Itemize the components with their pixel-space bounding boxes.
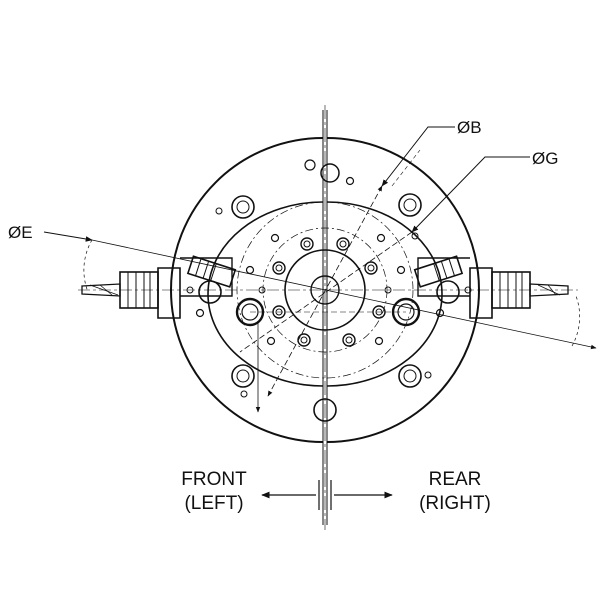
counterbore-hole — [231, 195, 255, 219]
counterbore-hole — [231, 364, 255, 388]
direction-arrows — [261, 480, 393, 510]
counterbore-hole — [198, 280, 222, 304]
dim-g-leader — [411, 156, 530, 233]
center-split — [322, 105, 328, 530]
counterbore-hole — [304, 159, 340, 183]
clamp-ring-right — [391, 297, 421, 327]
dim-e-label: ØE — [8, 223, 33, 242]
dim-e-line — [91, 239, 597, 350]
bolt-hole — [336, 237, 350, 251]
left-tool-holder — [81, 255, 237, 309]
counterbore-hole — [398, 193, 422, 217]
counterbore-hole — [313, 398, 337, 422]
left-block — [157, 267, 181, 319]
right-block — [469, 267, 493, 319]
bolt-hole — [300, 237, 314, 251]
inner-plate-left — [207, 201, 324, 387]
dim-b-line — [267, 185, 383, 397]
bolt-hole — [342, 333, 356, 347]
dim-g-label: ØG — [532, 149, 558, 168]
dim-g-line — [239, 231, 413, 353]
dim-b-leader — [381, 126, 455, 187]
rear-label: REAR — [429, 469, 482, 490]
counterbore-hole — [436, 280, 460, 304]
right-clamp-jaw — [413, 255, 464, 288]
right-drill-bit — [529, 283, 569, 297]
left-clamp-jaw — [186, 255, 237, 288]
front-label: FRONT — [181, 469, 247, 490]
dimension-lines — [43, 126, 597, 413]
bolt-hole — [272, 261, 286, 275]
counterbore-hole — [398, 364, 422, 388]
right-tool-holder — [413, 255, 569, 309]
rear-sub-label: (RIGHT) — [419, 493, 491, 514]
dim-b-label: ØB — [457, 118, 482, 137]
left-drill-bit — [81, 283, 121, 297]
bolt-hole — [297, 333, 311, 347]
dim-e-leader — [43, 231, 93, 242]
front-sub-label: (LEFT) — [184, 493, 243, 514]
